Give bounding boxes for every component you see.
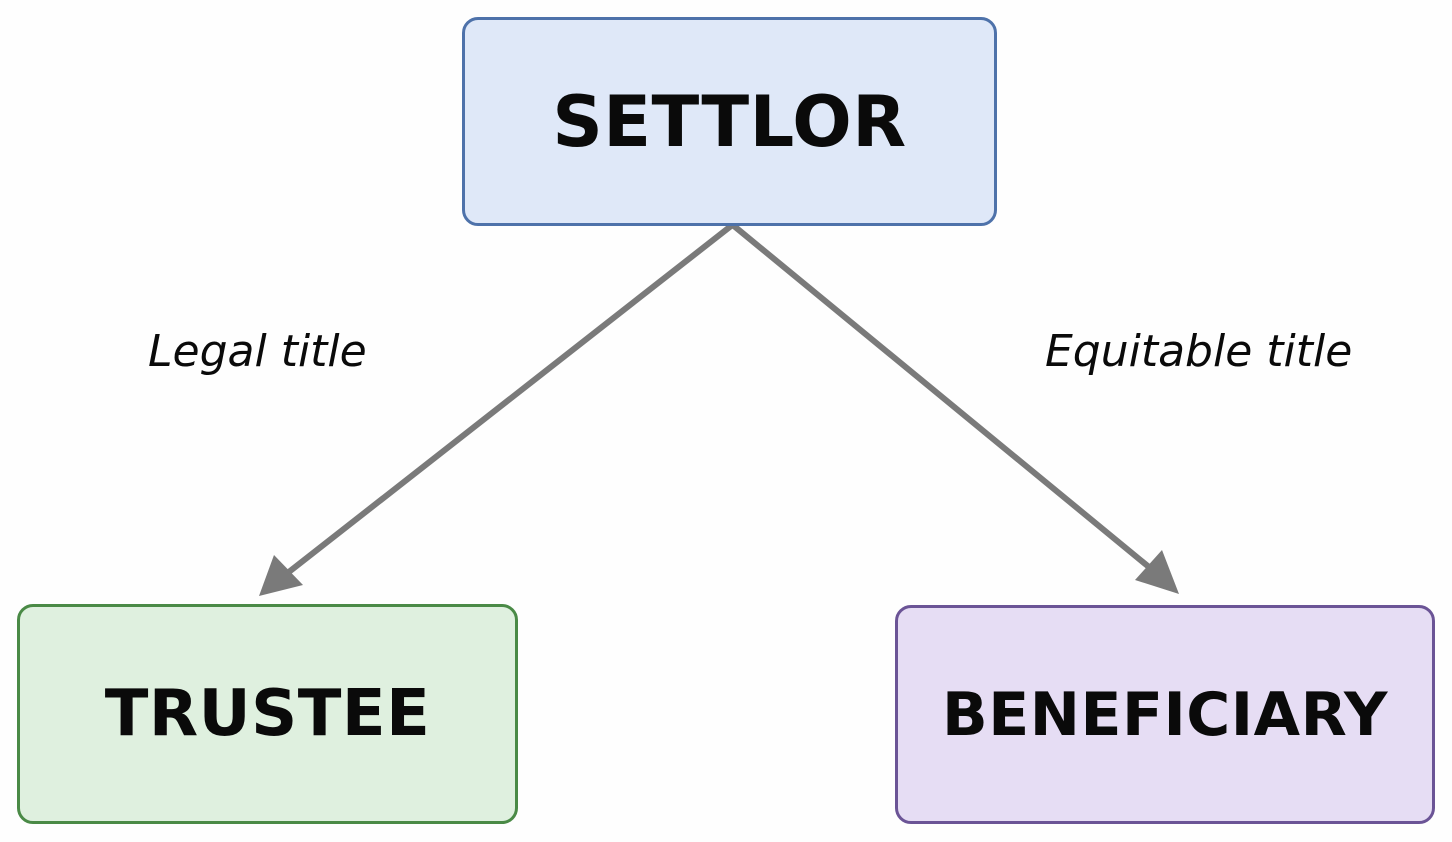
arrow-line-equitable <box>731 223 1158 575</box>
arrow-settlor-to-trustee <box>259 223 734 596</box>
arrowhead-equitable <box>1135 550 1179 594</box>
equitable-title-label: Equitable title <box>1045 326 1353 377</box>
settlor-node: SETTLOR <box>462 17 997 226</box>
legal-title-label: Legal title <box>148 326 367 377</box>
trustee-node: TRUSTEE <box>17 604 518 824</box>
arrowhead-legal <box>259 555 303 596</box>
arrow-settlor-to-beneficiary <box>731 223 1179 594</box>
trustee-label: TRUSTEE <box>104 677 431 751</box>
arrow-line-legal <box>282 223 734 578</box>
beneficiary-node: BENEFICIARY <box>895 605 1435 824</box>
settlor-label: SETTLOR <box>552 80 907 163</box>
beneficiary-label: BENEFICIARY <box>942 679 1388 750</box>
